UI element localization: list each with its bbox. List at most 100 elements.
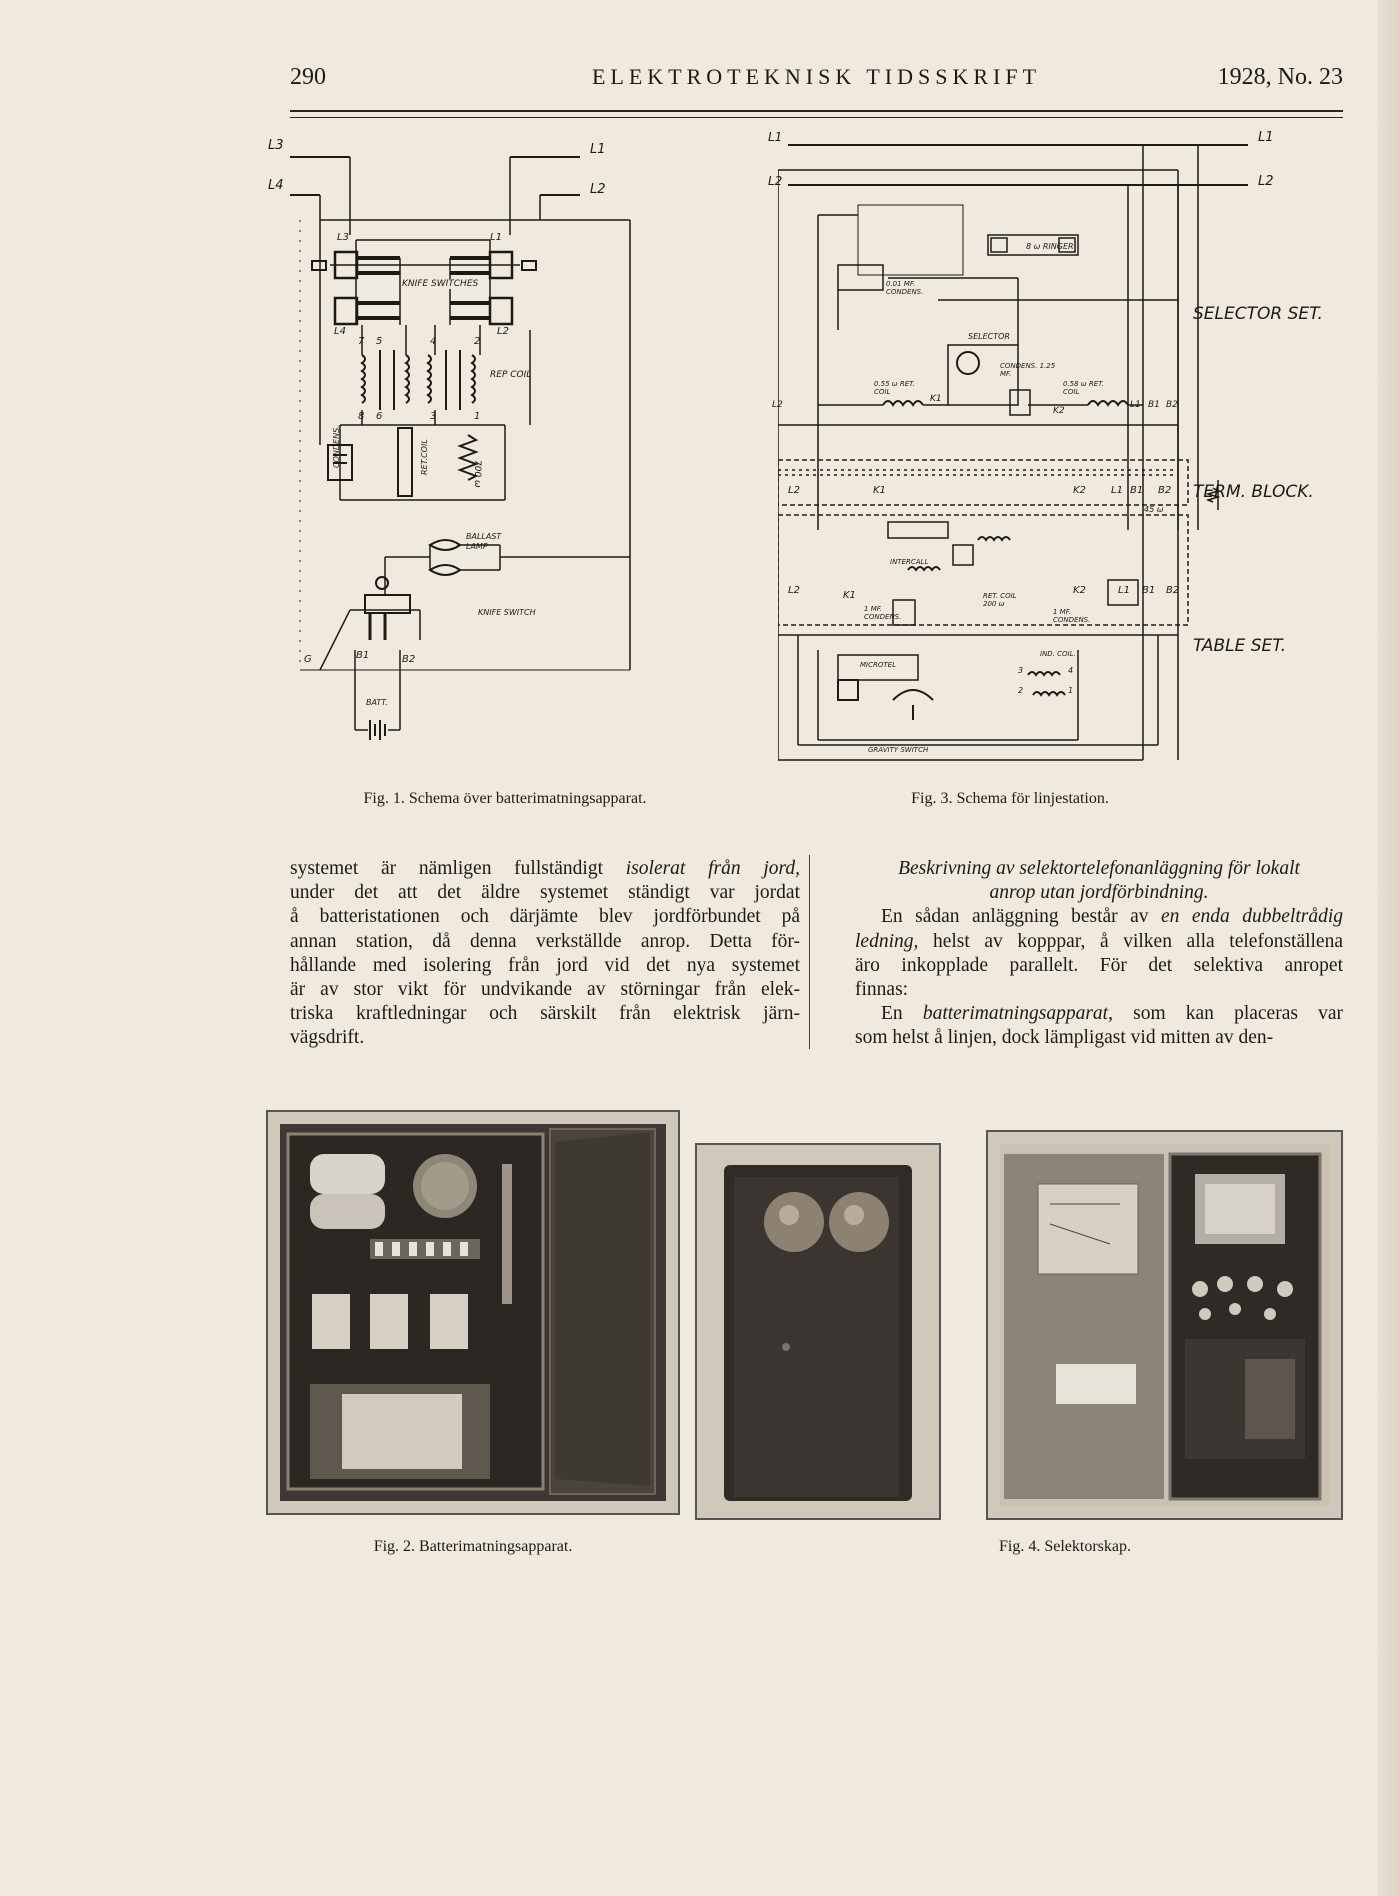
column-rule	[809, 855, 810, 1049]
fig2-photo-image	[280, 1124, 666, 1501]
fig3-label-b2-table: B2	[1166, 585, 1180, 596]
fig3-label-b1-selector: B1	[1148, 400, 1160, 410]
fig4-caption: Fig. 4. Selektorskap.	[999, 1538, 1131, 1555]
fig1-label-b1: B1	[356, 650, 370, 661]
fig3-terminal-3: 3	[1018, 666, 1024, 675]
fig3-label-l1-term: L1	[1111, 485, 1123, 496]
header-rule	[290, 110, 1343, 118]
right-column-line: äro inkopplade parallelt. För det selekt…	[855, 954, 1343, 976]
fig1-label-ballast: BALLAST	[466, 532, 502, 541]
fig1-label-g: G	[304, 654, 312, 665]
right-column-line: En batterimatningsapparat, som kan place…	[881, 1003, 1343, 1025]
fig3-label-intercall: INTERCALL	[890, 558, 929, 566]
left-column-line: å batteristationen och därjämte blev jor…	[290, 906, 800, 928]
fig1-label-l4: L4	[268, 178, 284, 193]
fig2-photo	[266, 1110, 680, 1515]
fig1-label-knife-switch: KNIFE SWITCH	[478, 608, 536, 617]
fig1-label-condens: CONDENS.	[332, 425, 341, 468]
fig3-label-k2-table: K2	[1073, 585, 1086, 596]
fig3-label-k2-term: K2	[1073, 485, 1086, 496]
section-heading-line2: anrop utan jordförbindning.	[989, 882, 1209, 904]
right-column-line: ledning, helst av kopppar, å vilken alla…	[855, 930, 1343, 952]
fig1-terminal-7: 7	[358, 336, 365, 347]
fig1-terminal-6: 6	[376, 411, 383, 422]
fig3-label-l2-right: L2	[1258, 174, 1274, 189]
fig3-label-retcoil-058: 0.58 ω RET. COIL	[1063, 380, 1104, 396]
fig3-label-gravity-switch: GRAVITY SWITCH	[868, 746, 929, 754]
fig1-label-l1: L1	[590, 142, 606, 157]
section-heading-line1: Beskrivning av selektortelefonanläggning…	[898, 858, 1300, 879]
fig1-label-l3-inner: L3	[337, 232, 349, 243]
left-column-line: hållande med isolering från jord vid det…	[290, 954, 800, 976]
right-column-line: En sådan anläggning består av en enda du…	[881, 906, 1344, 928]
fig1-terminal-5: 5	[376, 336, 383, 347]
fig1-label-l4-inner: L4	[334, 326, 346, 337]
fig3-terminal-4: 4	[1068, 666, 1074, 675]
fig3-label-condens-1a: 1 MF. CONDENS.	[864, 605, 902, 621]
fig3-label-l1-right: L1	[1258, 130, 1274, 145]
fig1-label-ret-coil: RET.COIL	[420, 439, 429, 475]
middle-photo	[695, 1143, 941, 1520]
fig3-label-l1-table: L1	[1118, 585, 1130, 596]
fig3-label-l2: L2	[768, 174, 783, 188]
fig1-label-b2: B2	[402, 654, 416, 665]
fig3-label-b1-term: B1	[1130, 485, 1144, 496]
fig1-caption: Fig. 1. Schema över batterimatningsappar…	[363, 790, 647, 807]
fig1-schematic: L3 L4 L1 L2 L3 L1 L4 L2 KNIFE SWITCHES R…	[268, 130, 670, 770]
fig1-label-l1-inner: L1	[490, 232, 502, 243]
fig3-label-l2-table: L2	[788, 585, 800, 596]
fig1-label-700-ohm: 700 ω	[472, 460, 482, 488]
left-column-line: vägsdrift.	[290, 1027, 365, 1049]
issue-number: 1928, No. 23	[1217, 64, 1343, 90]
fig3-label-l2-term: L2	[788, 485, 800, 496]
fig3-label-ret-coil-200: RET. COIL 200 ω	[983, 592, 1017, 608]
fig3-label-l1-selector: L1	[1130, 400, 1141, 410]
right-column-text: Beskrivning av selektortelefonanläggning…	[855, 857, 1343, 1051]
fig3-label-k1-table: K1	[843, 590, 856, 601]
right-column-line: finnas:	[855, 979, 909, 1001]
fig3-label-ringer: 8 ω RINGER	[1026, 242, 1074, 251]
journal-title: ELEKTROTEKNISK TIDSSKRIFT	[591, 64, 1042, 89]
fig4-photo-image	[1000, 1144, 1329, 1506]
fig3-label-condens-125: CONDENS. 1.25 MF.	[1000, 362, 1056, 378]
fig3-label-k2-selector: K2	[1053, 406, 1065, 416]
fig1-label-l2-inner: L2	[497, 326, 509, 337]
running-head: 290 ELEKTROTEKNISK TIDSSKRIFT 1928, No. …	[290, 64, 1343, 98]
left-column-line: systemet är nämligen fullständigt isoler…	[290, 858, 801, 879]
fig3-label-l1: L1	[768, 130, 783, 144]
fig1-terminal-3: 3	[430, 411, 437, 422]
fig1-label-l3: L3	[268, 138, 284, 153]
fig3-label-selector-set: SELECTOR SET.	[1193, 304, 1323, 324]
left-column-line: annan station, då denna verkställde anro…	[290, 930, 800, 952]
fig3-label-45-ohm: 45 ω	[1144, 505, 1164, 514]
left-column-line: är av stor vikt för undvikande av störni…	[290, 979, 800, 1001]
fig3-label-b2-term: B2	[1158, 485, 1172, 496]
fig3-schematic: L1 L2 L1 L2 8 ω RINGER 0.01 MF. CONDENS.…	[768, 130, 1343, 770]
fig3-label-condens-001: 0.01 MF. CONDENS.	[886, 280, 924, 296]
fig3-label-ind-coil: IND. COIL.	[1040, 650, 1076, 658]
fig1-terminal-2: 2	[474, 336, 481, 347]
fig1-label-rep-coil: REP COIL	[490, 370, 532, 380]
left-column-line: triska kraftledningar och särskilt från …	[290, 1003, 800, 1025]
fig3-label-k1-term: K1	[873, 485, 886, 496]
fig3-label-b2-selector: B2	[1166, 400, 1178, 410]
fig2-caption: Fig. 2. Batterimatningsapparat.	[373, 1538, 573, 1555]
page-number: 290	[290, 64, 326, 90]
fig3-caption: Fig. 3. Schema för linjestation.	[911, 790, 1109, 807]
fig1-label-batt: BATT.	[366, 698, 388, 707]
fig3-terminal-2: 2	[1018, 686, 1024, 695]
fig3-label-selector: SELECTOR	[968, 332, 1010, 341]
fig1-terminal-4: 4	[430, 336, 437, 347]
fig3-label-b1-table: B1	[1142, 585, 1156, 596]
fig3-label-l2-selector: L2	[772, 400, 783, 410]
fig3-terminal-1: 1	[1068, 686, 1074, 695]
fig3-label-k1-selector: K1	[930, 394, 942, 404]
fig3-label-retcoil-055: 0.55 ω RET. COIL	[874, 380, 915, 396]
page-edge-shadow	[1377, 0, 1399, 1896]
fig1-terminal-8: 8	[358, 411, 365, 422]
fig3-label-condens-1b: 1 MF. CONDENS.	[1053, 608, 1091, 624]
left-column-text: systemet är nämligen fullständigt isoler…	[290, 857, 800, 1051]
telephone-box-image	[709, 1157, 927, 1506]
fig1-label-lamp: LAMP	[466, 542, 488, 551]
fig3-label-microtel: MICROTEL	[860, 661, 896, 669]
